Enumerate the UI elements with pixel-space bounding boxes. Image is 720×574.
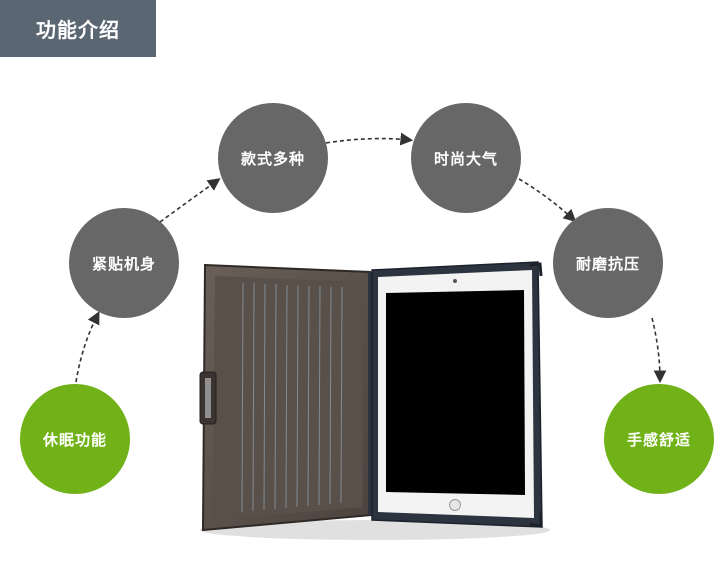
arrow-1 (75, 311, 100, 383)
feature-multiple-styles: 款式多种 (218, 103, 328, 213)
section-title: 功能介绍 (36, 18, 120, 42)
feature-comfortable: 手感舒适 (604, 384, 714, 494)
feature-snug-fit: 紧贴机身 (69, 208, 179, 318)
feature-durable: 耐磨抗压 (553, 208, 663, 318)
home-button (449, 499, 461, 511)
arrow-2 (159, 178, 221, 223)
tablet-screen (386, 290, 525, 495)
arrow-3 (325, 132, 414, 146)
arrow-5 (651, 317, 667, 384)
feature-sleep: 休眠功能 (20, 384, 130, 494)
section-header: 功能介绍 (0, 0, 156, 57)
feature-stylish: 时尚大气 (411, 103, 521, 213)
